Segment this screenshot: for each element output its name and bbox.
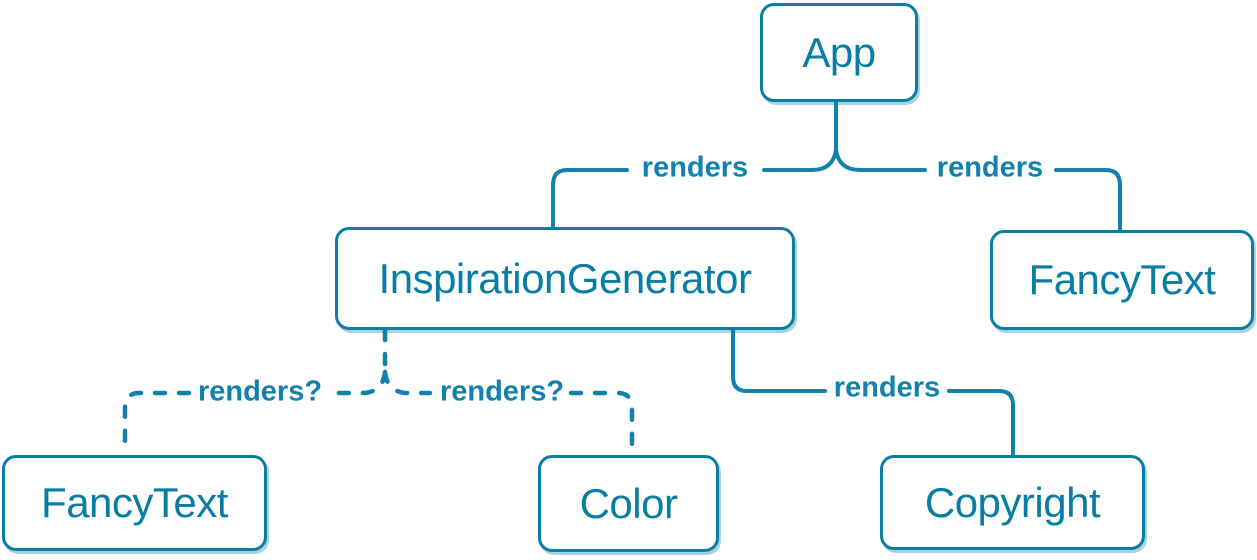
edge-inspirationgenerator-color [568,390,635,456]
edge-app-inspirationgenerator [551,168,629,229]
node-app-label: App [802,28,876,76]
node-fancy-text-bottom-label: FancyText [41,479,228,526]
edge-app-fancytext [834,148,927,172]
edge-label-renders-inspirationgenerator-copyright: renders [833,371,941,404]
node-fancy-text-top: FancyText [990,230,1254,330]
node-color-label: Color [579,479,678,527]
node-color: Color [538,455,719,552]
node-copyright: Copyright [880,455,1145,550]
edge-app-fancytext [1054,168,1122,232]
node-fancy-text-top-label: FancyText [1028,256,1216,303]
edge-inspirationgenerator-color [382,369,433,396]
edge-app-inspirationgenerator [762,148,838,172]
edge-inspirationgenerator-copyright [731,328,827,393]
edge-inspirationgenerator-fancytext [122,390,192,456]
node-fancy-text-bottom: FancyText [2,455,267,551]
node-inspiration-generator-label: InspirationGenerator [378,254,752,302]
edge-label-renders-app-fancytext: renders [936,151,1044,184]
edge-label-renders-inspirationgenerator-fancytext: renders? [197,375,323,408]
node-copyright-label: Copyright [924,478,1101,526]
edge-label-renders-inspirationgenerator-color: renders? [439,375,565,408]
edge-inspirationgenerator-fancytext [333,369,388,396]
node-inspiration-generator: InspirationGenerator [335,227,795,330]
node-app: App [760,3,918,102]
edge-label-renders-app-inspirationgenerator: renders [641,151,749,184]
edge-inspirationgenerator-copyright [947,389,1015,457]
